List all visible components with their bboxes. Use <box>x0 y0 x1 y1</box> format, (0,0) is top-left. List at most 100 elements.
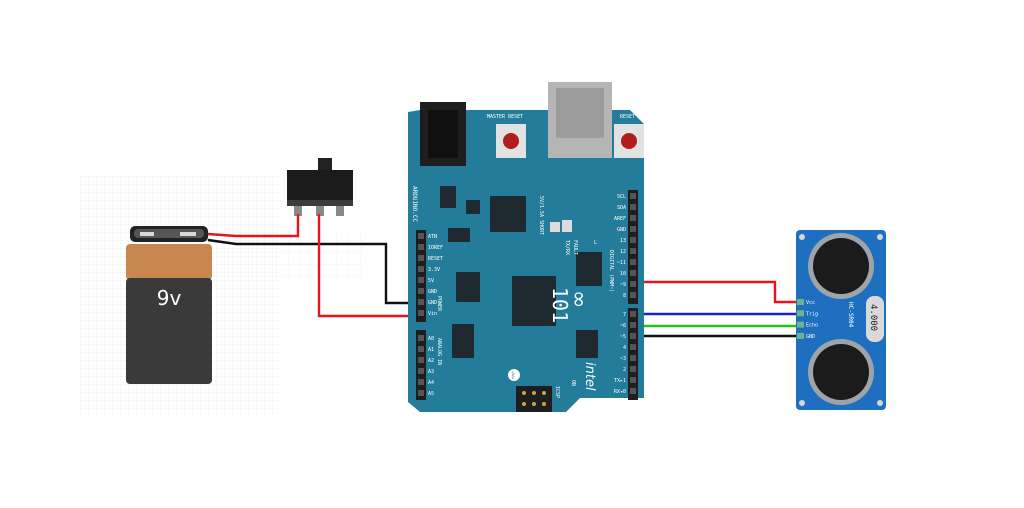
right-bottom-header <box>628 308 638 400</box>
sensor-pin[interactable] <box>797 310 804 317</box>
pin-label: SCL <box>617 194 626 200</box>
icsp-label: ICSP <box>554 386 560 398</box>
pin-socket[interactable] <box>418 390 424 396</box>
sensor-pin-label: GND <box>806 334 815 340</box>
left-power-header <box>416 230 426 322</box>
pin-socket[interactable] <box>630 377 636 383</box>
pin-socket[interactable] <box>418 335 424 341</box>
pin-label: Vin <box>428 311 437 317</box>
digital-section-label: DIGITAL (PWM~) <box>608 250 614 292</box>
slide-switch[interactable] <box>287 158 353 216</box>
pin-socket[interactable] <box>630 237 636 243</box>
pin-socket[interactable] <box>418 255 424 261</box>
fuse-label: 5V/1.5A SHORT <box>538 196 544 235</box>
pin-label: 5V <box>428 278 434 284</box>
wire-switch-vin <box>317 214 424 318</box>
master-reset-label: MASTER RESET <box>487 114 523 120</box>
power-section-label: POWER <box>436 296 442 312</box>
pin-label: ~9 <box>620 282 626 288</box>
crystal <box>866 296 884 342</box>
pin-socket[interactable] <box>630 311 636 317</box>
pin-socket[interactable] <box>630 355 636 361</box>
pin-label: ~11 <box>617 260 626 266</box>
pin-socket[interactable] <box>418 310 424 316</box>
reset-label: RESET <box>620 114 635 120</box>
pin-socket[interactable] <box>418 368 424 374</box>
pin-socket[interactable] <box>630 259 636 265</box>
pin-label: A2 <box>428 358 434 364</box>
pin-label: 2 <box>623 367 626 373</box>
wire-battery-red <box>207 214 300 238</box>
pin-socket[interactable] <box>630 388 636 394</box>
pin-label: RESET <box>428 256 443 262</box>
pin-label: AREF <box>614 216 626 222</box>
pin-label: RX◂0 <box>614 389 626 395</box>
pin-label: GND <box>617 227 626 233</box>
pin-socket[interactable] <box>418 233 424 239</box>
svg-text:ᛒ: ᛒ <box>511 371 516 380</box>
board-model: 101 <box>548 287 572 323</box>
pin-socket[interactable] <box>418 299 424 305</box>
pin-label: 8 <box>623 293 626 299</box>
intel-chip <box>512 276 556 326</box>
arduino-board[interactable]: MASTER RESET RESET ᛒ 101 ∞ intel ICSP ON… <box>408 82 644 412</box>
pin-socket[interactable] <box>630 215 636 221</box>
bluetooth-icon <box>508 369 520 381</box>
pin-label: 12 <box>620 249 626 255</box>
right-top-header <box>628 190 638 304</box>
crystal-label: 4.000 <box>868 304 878 331</box>
pin-socket[interactable] <box>630 292 636 298</box>
pin-socket[interactable] <box>630 366 636 372</box>
pin-label: A3 <box>428 369 434 375</box>
pin-socket[interactable] <box>630 270 636 276</box>
pin-socket[interactable] <box>630 204 636 210</box>
l-led-label: L <box>594 240 597 246</box>
battery-top <box>126 244 212 280</box>
pin-socket[interactable] <box>418 288 424 294</box>
pin-socket[interactable] <box>630 344 636 350</box>
pin-label: A0 <box>428 336 434 342</box>
pin-socket[interactable] <box>418 346 424 352</box>
pin-label: 3.3V <box>428 267 440 273</box>
fault-label: FAULT <box>572 240 578 255</box>
pin-label: 4 <box>623 345 626 351</box>
pin-label: ~6 <box>620 323 626 329</box>
pin-label: A4 <box>428 380 434 386</box>
pin-socket[interactable] <box>630 333 636 339</box>
txrx-label: TX/RX <box>564 240 570 255</box>
arduino-logo-icon: ∞ <box>566 290 591 308</box>
main-chip <box>490 196 526 232</box>
pin-socket[interactable] <box>418 266 424 272</box>
pin-socket[interactable] <box>630 248 636 254</box>
pin-label: ~5 <box>620 334 626 340</box>
battery-9v[interactable]: 9v <box>126 226 212 384</box>
pin-label: ATN <box>428 234 437 240</box>
sensor-pin-label: Echo <box>806 323 818 329</box>
pin-label: 10 <box>620 271 626 277</box>
intel-logo: intel <box>582 362 597 391</box>
pin-label: SDA <box>617 205 626 211</box>
sensor-pin-label: Trig <box>806 311 818 317</box>
pin-socket[interactable] <box>418 244 424 250</box>
pin-socket[interactable] <box>418 357 424 363</box>
pin-socket[interactable] <box>418 277 424 283</box>
pin-socket[interactable] <box>630 281 636 287</box>
pin-label: GND <box>428 300 437 306</box>
grid-background-2 <box>205 232 365 282</box>
pin-socket[interactable] <box>630 322 636 328</box>
pin-label: ~3 <box>620 356 626 362</box>
on-led-label: ON <box>570 380 576 386</box>
pin-socket[interactable] <box>418 379 424 385</box>
pin-label: 13 <box>620 238 626 244</box>
analog-section-label: ANALOG IN <box>436 338 442 365</box>
pin-label: 7 <box>623 312 626 318</box>
sensor-pin[interactable] <box>797 332 804 339</box>
sensor-pin[interactable] <box>797 299 804 305</box>
left-analog-header <box>416 330 426 400</box>
sensor-pin[interactable] <box>797 321 804 328</box>
pin-socket[interactable] <box>630 193 636 199</box>
pin-socket[interactable] <box>630 226 636 232</box>
pin-label: IOREF <box>428 245 443 251</box>
